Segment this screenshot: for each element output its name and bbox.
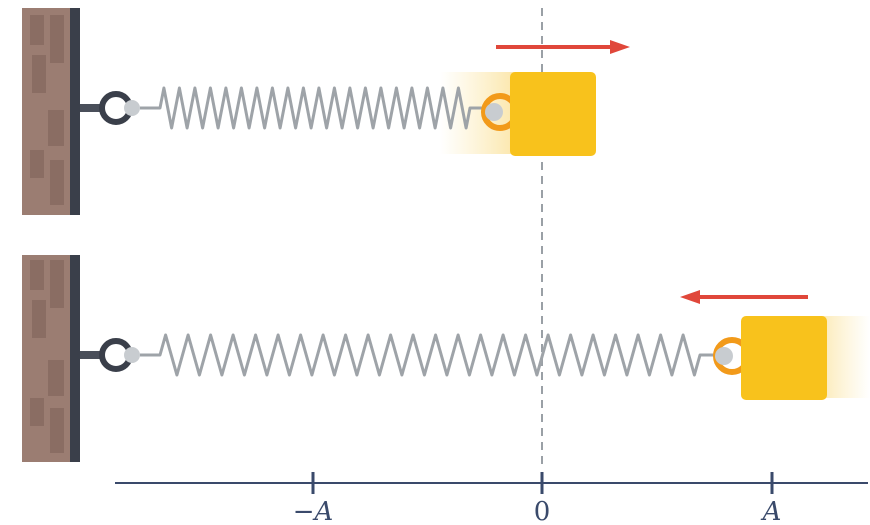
spring-bottom (140, 333, 720, 377)
wall-hook-top (80, 91, 140, 125)
block-bottom (741, 316, 827, 400)
spring-top (140, 86, 490, 130)
tick-label-neg-a: −A (293, 497, 334, 525)
position-axis: −A 0 A (115, 472, 868, 525)
tick-label-pos-a: A (761, 497, 782, 525)
tick-label-zero: 0 (534, 497, 551, 525)
wall-hook-bottom (80, 338, 140, 372)
system-bottom (22, 255, 870, 462)
system-top (22, 8, 630, 215)
block-top (510, 72, 596, 156)
wall-bottom (22, 255, 80, 462)
velocity-arrow-right (496, 40, 630, 54)
wall-top (22, 8, 80, 215)
velocity-arrow-left (680, 290, 808, 304)
